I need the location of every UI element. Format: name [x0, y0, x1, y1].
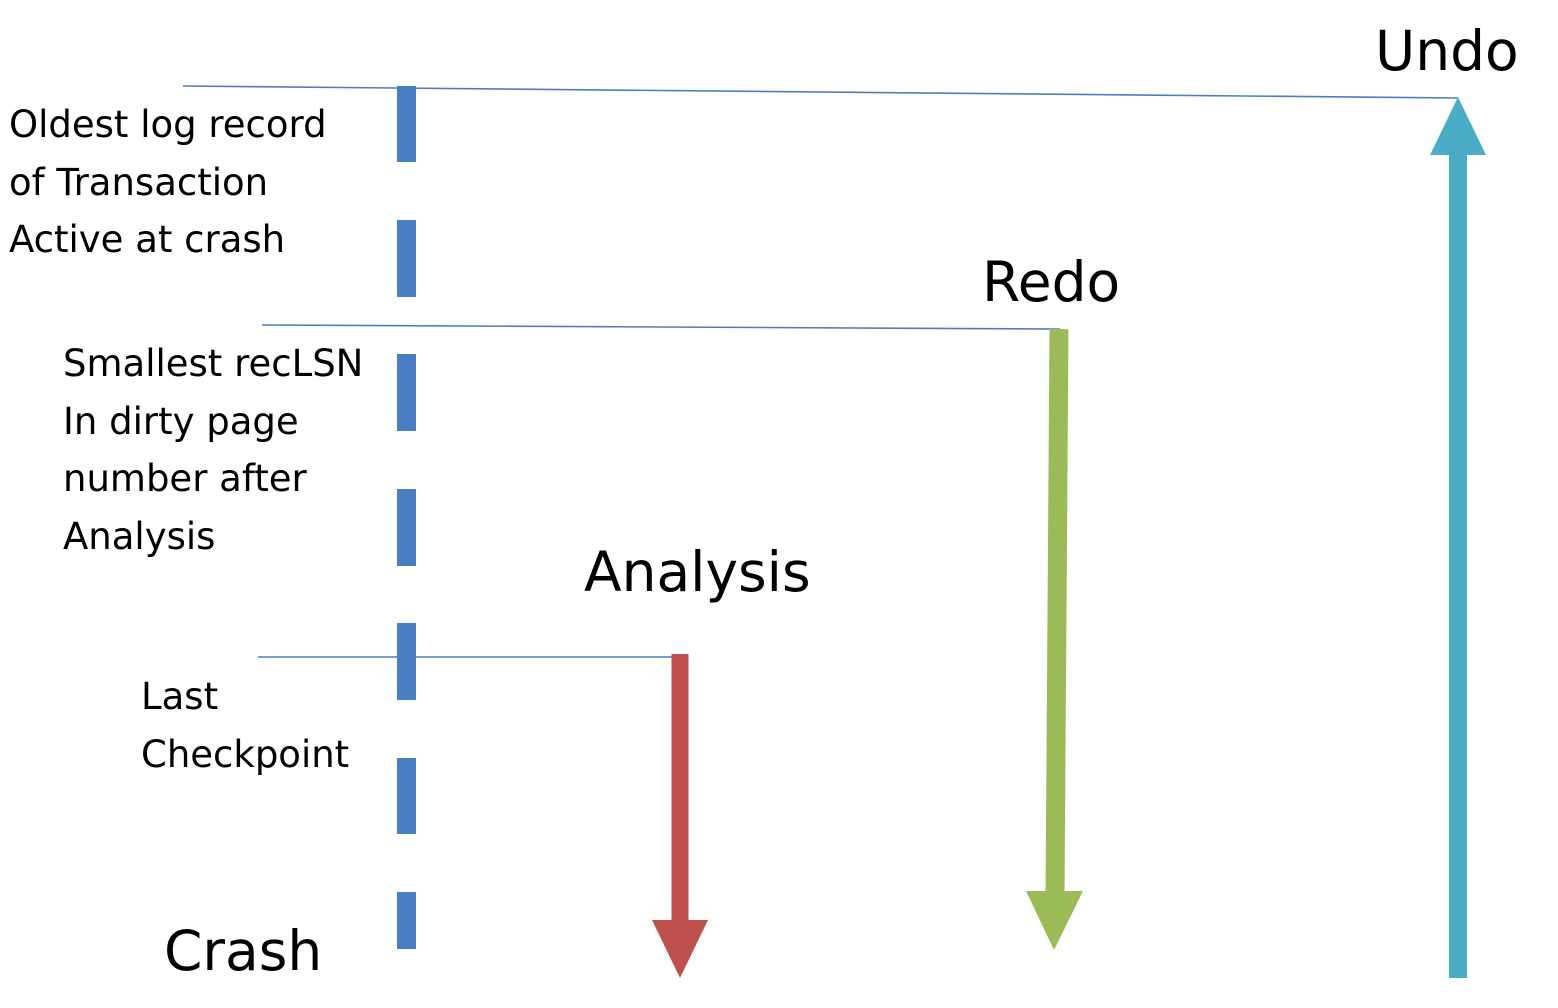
log-dash [397, 892, 416, 949]
log-dash [397, 623, 416, 700]
oldest-record-label-line: Active at crash [9, 218, 286, 261]
analysis-phase-label: Analysis [584, 540, 811, 604]
log-dash [397, 758, 416, 834]
undo-arrow [1430, 97, 1486, 978]
oldest-record-label-line: Oldest log record [9, 103, 327, 146]
log-timeline [397, 86, 416, 949]
redo-arrow [1026, 328, 1083, 950]
log-dash [397, 354, 416, 431]
smallest-reclsn-label-line: number after [63, 457, 307, 500]
crash-label: Crash [164, 919, 323, 983]
oldest-record-label: Oldest log record of Transaction Active … [9, 96, 327, 269]
undo-phase-label: Undo [1375, 19, 1519, 83]
redo-phase-label: Redo [982, 250, 1121, 314]
oldest-record-label-line: of Transaction [9, 160, 269, 204]
log-dash [397, 489, 416, 566]
smallest-reclsn-line [261, 324, 1061, 330]
smallest-reclsn-label-line: In dirty page [63, 399, 299, 443]
last-checkpoint-label-line: Last [141, 675, 219, 718]
analysis-arrow [652, 654, 708, 978]
smallest-reclsn-label-line: Smallest recLSN [63, 342, 364, 385]
last-checkpoint-label-line: Checkpoint [141, 732, 350, 776]
log-dash [397, 220, 416, 297]
log-dash [397, 86, 416, 162]
smallest-reclsn-label-line: Analysis [63, 514, 216, 558]
last-checkpoint-label: Last Checkpoint [141, 668, 349, 783]
smallest-reclsn-label: Smallest recLSN In dirty page number aft… [63, 335, 363, 565]
oldest-record-line [182, 85, 1459, 99]
